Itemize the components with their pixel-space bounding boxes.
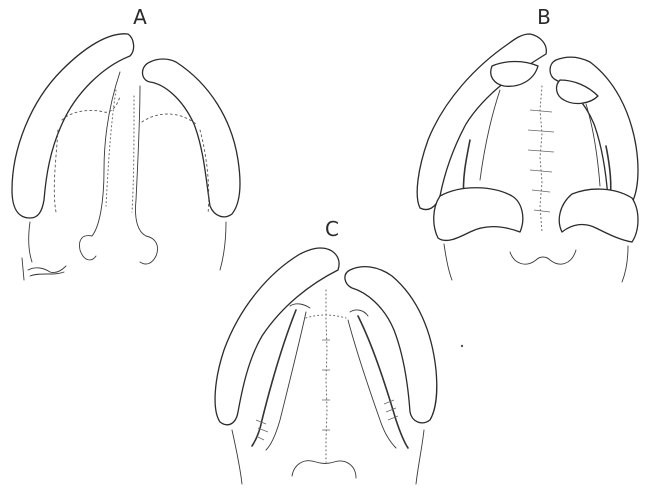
panel-a-left-edge-line xyxy=(29,222,32,262)
panel-b-lower-left-flap xyxy=(434,188,523,241)
panel-b-left-arch xyxy=(417,34,546,210)
panel-a-left-arch xyxy=(12,34,134,218)
panel-c-left-flap-top xyxy=(290,304,310,308)
panel-b-label: B xyxy=(537,5,551,29)
panel-a-right-edge-line xyxy=(220,222,226,270)
panel-b-palate-left-edge xyxy=(480,90,500,180)
panel-a-right-arch xyxy=(143,59,241,217)
panel-c-left-lower-line xyxy=(232,430,242,484)
panel-a-label: A xyxy=(133,5,147,29)
panel-b-lower-right-flap xyxy=(559,189,638,242)
stray-speck xyxy=(461,345,463,347)
panel-b: B xyxy=(417,5,638,282)
panel-a-right-palate-edge xyxy=(135,86,157,264)
panel-a-right-incision xyxy=(142,114,196,124)
panel-c-right-flap-top xyxy=(350,310,368,316)
panel-b-left-lower-line xyxy=(444,244,452,280)
panel-c: C xyxy=(215,217,437,484)
panel-a-lower-fragment xyxy=(22,258,66,280)
panel-b-suture-marks xyxy=(528,110,554,212)
panel-c-left-arch xyxy=(215,248,339,425)
panel-a-left-palate-edge xyxy=(80,72,121,260)
panel-c-soft-palate-notch xyxy=(292,461,356,478)
panel-c-midline-suture xyxy=(326,290,327,462)
panel-c-right-lower-line xyxy=(416,430,424,484)
panel-b-upper-left-flap xyxy=(491,62,538,87)
panel-b-right-lower-line xyxy=(622,246,628,282)
panel-c-suture-ticks xyxy=(322,340,330,430)
panel-b-palate-right-edge xyxy=(586,104,600,186)
panel-c-label: C xyxy=(325,217,339,241)
panel-c-right-flap-inner xyxy=(348,320,396,448)
panel-c-right-arch xyxy=(345,267,437,423)
panel-a-cleft-margin-right xyxy=(132,96,134,212)
panel-a-right-lateral-incision xyxy=(200,130,209,214)
panel-b-midline-suture xyxy=(540,86,542,232)
panel-b-upper-right-flap xyxy=(557,80,598,103)
panel-a: A xyxy=(12,5,240,280)
panel-c-left-flap-outer xyxy=(252,310,296,446)
panel-b-soft-palate-notch xyxy=(510,250,576,264)
